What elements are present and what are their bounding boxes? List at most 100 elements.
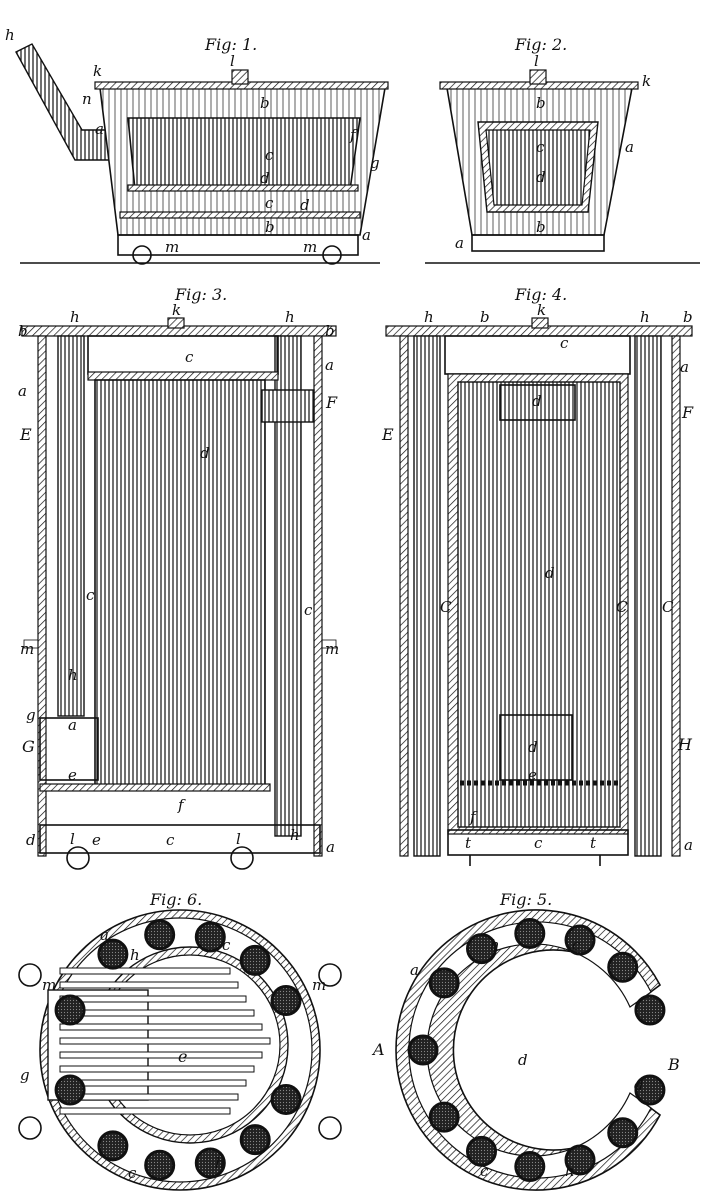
top-chamber bbox=[444, 335, 631, 375]
outer-wall-right bbox=[313, 335, 323, 857]
tube-circle bbox=[466, 1135, 497, 1167]
bottom-plate bbox=[119, 211, 361, 219]
figure-3: Fig: 3. h k h b b c a a E F d c bbox=[18, 285, 339, 870]
wheel bbox=[132, 245, 152, 265]
figure-label: d bbox=[634, 1076, 644, 1094]
top-chamber bbox=[87, 335, 279, 375]
figure-label: m bbox=[303, 238, 317, 256]
figure-label: a bbox=[684, 836, 693, 854]
tube-circle bbox=[54, 1074, 86, 1106]
top-plate bbox=[87, 371, 279, 381]
figure-label: k bbox=[172, 301, 181, 319]
handle-ring bbox=[318, 1116, 342, 1140]
figure-3-labels: h k h b b c a a E F d c c m m h g a G e … bbox=[18, 301, 339, 856]
tube-circle bbox=[466, 933, 497, 965]
figure-label: k bbox=[93, 62, 102, 80]
figure-3-title: Fig: 3. bbox=[174, 285, 227, 304]
figure-label: c bbox=[166, 831, 175, 849]
tube-circle bbox=[607, 951, 639, 983]
figure-label: c bbox=[304, 601, 313, 619]
figure-6-labels: a h c m m e g c h bbox=[20, 926, 326, 1182]
figure-label: h bbox=[215, 1154, 225, 1172]
tube-circle bbox=[564, 924, 596, 956]
figure-label: a bbox=[325, 356, 334, 374]
figure-label: G bbox=[22, 737, 35, 756]
tube-circle bbox=[270, 985, 302, 1017]
lid-knob bbox=[531, 317, 549, 329]
figure-1: Fig: 1. h k l n a b c f g d c d b a m m bbox=[5, 26, 389, 265]
figure-label: a bbox=[680, 358, 689, 376]
figure-label: F bbox=[681, 403, 694, 422]
figure-label: c bbox=[185, 348, 194, 366]
grate-plate bbox=[39, 783, 271, 792]
figure-label: m bbox=[325, 640, 339, 658]
tube-right bbox=[634, 335, 662, 857]
tube-circle bbox=[607, 1117, 639, 1149]
inner-cylinder bbox=[94, 379, 266, 786]
grate-bar bbox=[59, 1037, 271, 1045]
tube-left bbox=[57, 335, 85, 717]
figure-label: a bbox=[362, 226, 371, 244]
figure-4-labels: h b k h b c a d E F d C C C H d e f t c … bbox=[381, 301, 694, 854]
figure-label: A bbox=[371, 1040, 385, 1059]
figure-label: c bbox=[86, 586, 95, 604]
ash-drawer bbox=[39, 717, 99, 781]
c-shaped-ring bbox=[395, 909, 662, 1191]
figure-1-title: Fig: 1. bbox=[204, 35, 257, 54]
figure-label: a bbox=[100, 926, 109, 944]
figure-label: c bbox=[128, 1164, 137, 1182]
figure-label: d bbox=[536, 168, 546, 186]
inner-vessel bbox=[485, 129, 591, 206]
figure-label: h bbox=[285, 308, 295, 326]
wheel bbox=[66, 846, 90, 870]
grate bbox=[127, 184, 359, 192]
tube-circle bbox=[194, 1147, 226, 1179]
figure-label: e bbox=[92, 831, 101, 849]
figure-label: b bbox=[265, 218, 275, 236]
grate-bar bbox=[59, 967, 231, 975]
figure-label: b bbox=[18, 322, 28, 340]
figure-label: a bbox=[18, 382, 27, 400]
tube-set bbox=[407, 917, 666, 1183]
grate-bar bbox=[59, 1023, 263, 1031]
tube-set bbox=[54, 919, 302, 1181]
tube-circle bbox=[564, 1144, 596, 1176]
grate-bar bbox=[59, 995, 247, 1003]
figure-label: k bbox=[642, 72, 651, 90]
figure-label: d bbox=[300, 196, 310, 214]
figure-label: c bbox=[265, 146, 274, 164]
tube-circle bbox=[194, 921, 226, 953]
figure-label: n bbox=[82, 90, 92, 108]
figure-label: E bbox=[19, 425, 32, 444]
figure-label: b bbox=[536, 94, 546, 112]
figure-label: E bbox=[381, 425, 394, 444]
tube-circle bbox=[514, 917, 546, 949]
figure-label: d bbox=[528, 738, 538, 756]
figure-label: a bbox=[410, 961, 419, 979]
figure-label: c bbox=[480, 1162, 489, 1180]
handle-ring bbox=[318, 963, 342, 987]
figure-label: b bbox=[260, 94, 270, 112]
figure-label: l bbox=[534, 52, 539, 70]
tube-circle bbox=[239, 1124, 271, 1156]
figure-label: f bbox=[349, 126, 358, 144]
figure-label: h bbox=[70, 308, 80, 326]
base-chamber bbox=[39, 824, 321, 854]
figure-label: c bbox=[222, 936, 231, 954]
figure-5: Fig: 5. a h c A d B d c h bbox=[371, 890, 680, 1191]
figure-label: H bbox=[677, 735, 693, 754]
grate-bar bbox=[59, 1009, 255, 1017]
figure-label: h bbox=[130, 946, 140, 964]
inner-cylinder bbox=[457, 381, 621, 828]
grate-bar bbox=[59, 1107, 231, 1115]
figure-label: h bbox=[490, 936, 500, 954]
figure-label: d bbox=[260, 169, 270, 187]
figure-1-labels: h k l n a b c f g d c d b a m m bbox=[5, 26, 380, 256]
figure-label: b bbox=[683, 308, 693, 326]
lid-knob bbox=[167, 317, 185, 329]
figure-label: d bbox=[532, 392, 542, 410]
figure-label: l bbox=[70, 830, 75, 848]
wheel bbox=[230, 846, 254, 870]
figure-label: C bbox=[440, 598, 452, 616]
